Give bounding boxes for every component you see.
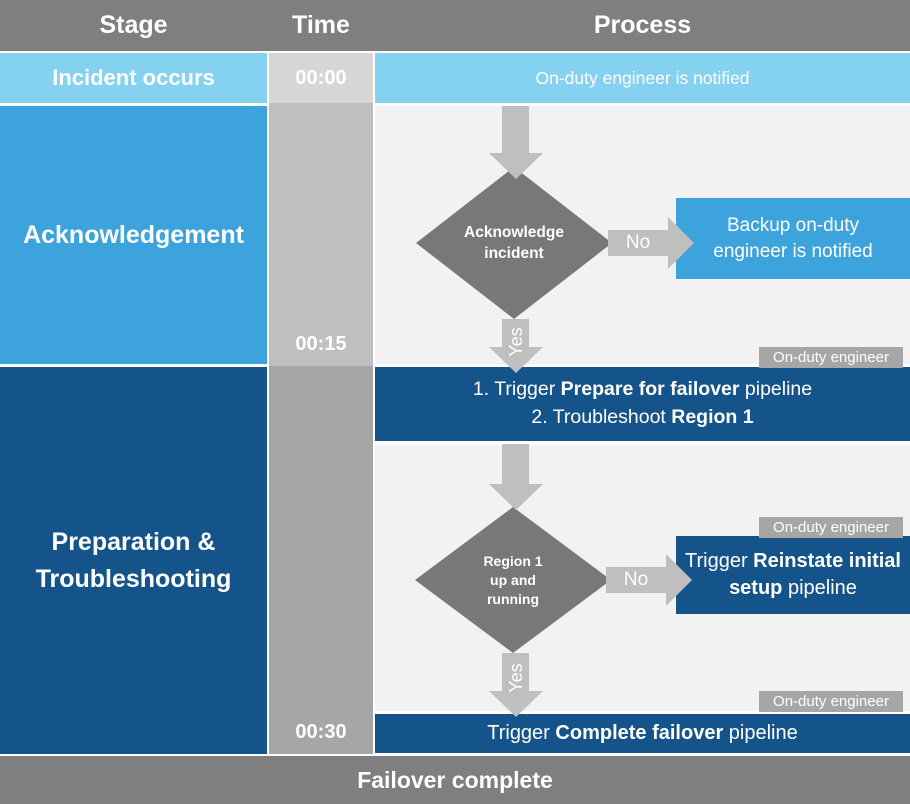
decision2-line1: Region 1 — [483, 552, 543, 569]
process-bar-notified: On-duty engineer is notified — [375, 53, 910, 103]
footer-bar: Failover complete — [0, 756, 910, 804]
notified-label: On-duty engineer is notified — [535, 67, 750, 88]
decision2-line3: running — [486, 590, 540, 607]
yes-arrow-1-icon — [489, 347, 543, 373]
task-bar-complete-failover: Trigger Complete failover pipeline — [375, 714, 910, 753]
task-bar-prepare-failover: 1. Trigger Prepare for failover pipeline… — [375, 367, 910, 441]
yes-label-1: Yes — [506, 327, 526, 357]
no-arrow-2-icon — [666, 554, 692, 606]
decision2-line2: up and — [490, 571, 536, 588]
stage-cell-acknowledgement: Acknowledgement — [0, 106, 267, 364]
reinstate-post: pipeline — [782, 577, 857, 599]
header-stage-label: Stage — [99, 11, 168, 39]
header-bar: Stage Time Process — [0, 0, 910, 51]
owner-tag-3: On-duty engineer — [759, 691, 903, 712]
backup-box-label: Backup on-duty engineer is notified — [713, 213, 873, 265]
decision1-line2: incident — [484, 245, 544, 262]
decision1-line1: Acknowledge — [464, 224, 564, 241]
down-arrow-1-icon — [489, 153, 543, 179]
time-0000-label: 00:00 — [295, 66, 347, 89]
down-arrow-1-shaft — [502, 106, 529, 153]
no-label-1: No — [625, 232, 651, 253]
no-arrow-2-shaft — [606, 567, 666, 593]
yes-arrow-2-icon — [489, 691, 543, 717]
task-bar1-line1-bold: Prepare for failover — [560, 378, 740, 400]
yes-arrow-2-shaft — [502, 653, 529, 691]
time-0015-label: 00:15 — [295, 333, 347, 355]
task-bar1-line1-post: pipeline — [739, 378, 813, 400]
no-arrow-1-icon — [668, 217, 694, 269]
time-cell-0015: 00:15 — [269, 103, 373, 366]
reinstate-pre: Trigger — [685, 550, 754, 572]
stage-cell-preparation-troubleshooting: Preparation & Troubleshooting — [0, 367, 267, 754]
time-cell-0000: 00:00 — [269, 53, 373, 103]
task-bar2-post: pipeline — [723, 722, 798, 744]
task-bar1-line1-pre: 1. Trigger — [472, 378, 561, 400]
stage-preparation-label: Preparation & Troubleshooting — [36, 524, 232, 598]
backup-box-line1: Backup on-duty — [726, 214, 860, 236]
task-bar1-line2-bold: Region 1 — [671, 406, 754, 428]
stage-cell-incident-occurs: Incident occurs — [0, 53, 267, 103]
down-arrow-2-shaft — [502, 444, 529, 484]
stage-incident-label: Incident occurs — [52, 65, 215, 90]
task-bar1-line2-pre: 2. Troubleshoot — [531, 406, 672, 428]
task-bar2-pre: Trigger — [487, 722, 556, 744]
reinstate-bold: Reinstate initial setup — [729, 550, 901, 599]
stage-preparation-label-line2: Troubleshooting — [35, 564, 232, 593]
time-cell-0030: 00:30 — [269, 366, 373, 754]
backup-box-line2: engineer is notified — [713, 240, 873, 262]
header-process-label: Process — [593, 11, 692, 39]
stage-preparation-label-line1: Preparation & — [51, 527, 216, 556]
down-arrow-2-icon — [489, 484, 543, 510]
stage-acknowledgement-label: Acknowledgement — [23, 220, 244, 249]
backup-engineer-box: Backup on-duty engineer is notified — [676, 198, 910, 279]
footer-label: Failover complete — [357, 767, 553, 793]
task-bar1-line1: 1. Trigger Prepare for failover pipeline — [375, 375, 910, 403]
reinstate-setup-box: Trigger Reinstate initial setup pipeline — [676, 536, 910, 614]
yes-label-2: Yes — [506, 663, 526, 693]
reinstate-box-label: Trigger Reinstate initial setup pipeline — [678, 548, 908, 602]
yes-arrow-1-shaft — [502, 319, 529, 347]
no-arrow-1-shaft — [608, 230, 668, 256]
time-0030-label: 00:30 — [295, 721, 347, 743]
owner-tag-2: On-duty engineer — [759, 517, 903, 538]
owner-tag-1: On-duty engineer — [759, 347, 903, 368]
task-bar1-line2: 2. Troubleshoot Region 1 — [375, 403, 910, 431]
header-time-label: Time — [292, 11, 350, 39]
no-label-2: No — [623, 569, 649, 590]
task-bar2-bold: Complete failover — [555, 722, 724, 744]
